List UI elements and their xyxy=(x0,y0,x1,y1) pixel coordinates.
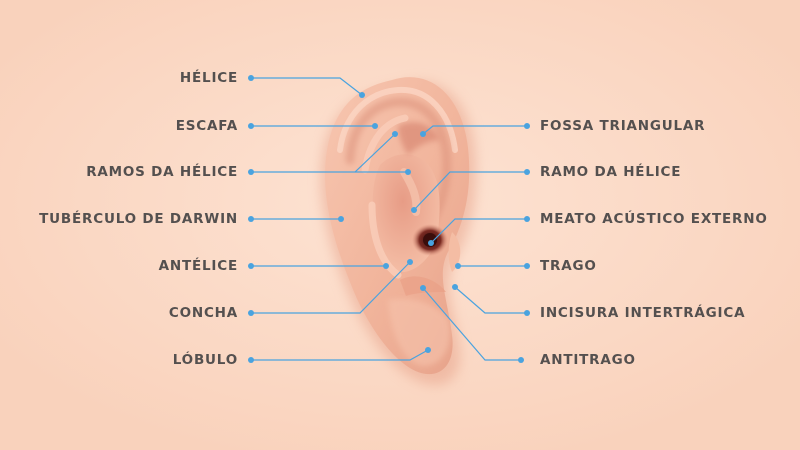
dot xyxy=(248,169,254,175)
dot xyxy=(524,263,530,269)
dot xyxy=(425,347,431,353)
label-antitrago: ANTITRAGO xyxy=(540,352,636,368)
label-helice: HÉLICE xyxy=(179,70,238,86)
helix-rim xyxy=(337,86,458,153)
dot xyxy=(524,310,530,316)
dot xyxy=(428,240,434,246)
dot xyxy=(420,131,426,137)
dot xyxy=(524,216,530,222)
dot xyxy=(248,123,254,129)
dot xyxy=(359,92,365,98)
label-meato-acustico-externo: MEATO ACÚSTICO EXTERNO xyxy=(540,211,768,227)
label-tuberculo-de-darwin: TUBÉRCULO DE DARWIN xyxy=(39,211,238,227)
dot xyxy=(524,169,530,175)
dot xyxy=(407,259,413,265)
dot xyxy=(248,216,254,222)
label-concha: CONCHA xyxy=(168,305,238,321)
label-incisura-intertragica: INCISURA INTERTRÁGICA xyxy=(540,305,746,321)
antihelix-ridge xyxy=(361,114,409,279)
label-antelice: ANTÉLICE xyxy=(158,258,238,274)
label-fossa-triangular: FOSSA TRIANGULAR xyxy=(540,118,706,134)
fossa-triangularis xyxy=(398,122,440,155)
dot xyxy=(383,263,389,269)
dot xyxy=(248,263,254,269)
leader-helice xyxy=(251,77,363,96)
leader-dots xyxy=(248,75,530,363)
dot xyxy=(420,285,426,291)
label-escafa: ESCAFA xyxy=(175,118,238,134)
dot xyxy=(455,263,461,269)
tragus xyxy=(448,232,461,272)
leader-meato-acustico-externo xyxy=(430,218,527,244)
dot xyxy=(405,169,411,175)
dot xyxy=(518,357,524,363)
dot xyxy=(392,131,398,137)
leader-concha xyxy=(251,261,411,314)
label-lobulo: LÓBULO xyxy=(172,352,238,368)
dot xyxy=(372,123,378,129)
leader-antitrago xyxy=(422,287,521,361)
label-trago: TRAGO xyxy=(540,258,597,274)
scapha-groove xyxy=(345,97,452,230)
dot xyxy=(411,207,417,213)
dot xyxy=(248,75,254,81)
dot xyxy=(248,310,254,316)
label-ramo-da-helice: RAMO DA HÉLICE xyxy=(540,164,682,180)
lobule xyxy=(388,298,450,366)
label-ramos-da-helice: RAMOS DA HÉLICE xyxy=(86,164,238,180)
dot xyxy=(248,357,254,363)
leader-fossa-triangular xyxy=(422,125,527,135)
dot xyxy=(452,284,458,290)
dot xyxy=(338,216,344,222)
leader-lobulo xyxy=(251,349,429,361)
leader-ramo-da-helice xyxy=(413,171,527,211)
leader-incisura-intertragica xyxy=(454,286,527,314)
dot xyxy=(524,123,530,129)
leader-lines xyxy=(251,77,527,361)
